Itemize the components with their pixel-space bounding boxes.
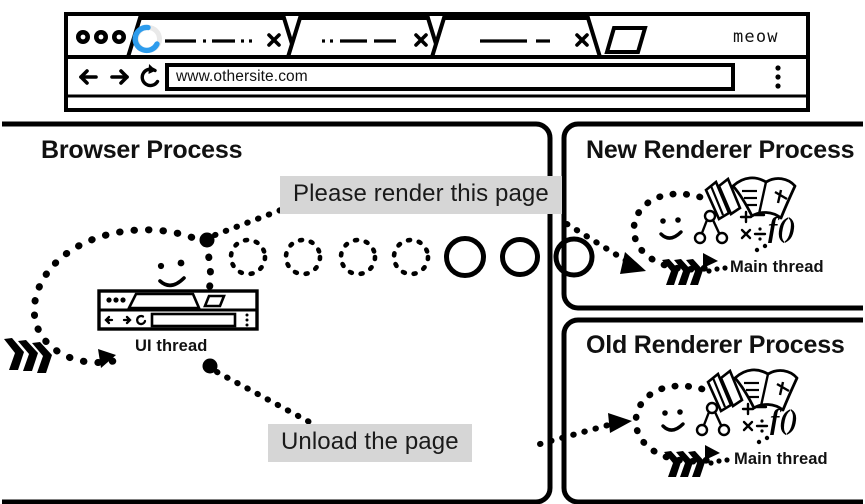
render-request-arrow xyxy=(564,221,646,274)
old-renderer-process-title: Old Renderer Process xyxy=(586,331,845,359)
unload-request-arrow xyxy=(537,413,632,447)
ipc-message-stream xyxy=(228,236,595,278)
browser-brand-label: meow xyxy=(733,27,779,47)
function-fx-icon: f() xyxy=(770,405,798,436)
address-bar[interactable] xyxy=(165,63,735,91)
open-book-icon xyxy=(731,176,797,220)
loading-spinner-icon xyxy=(132,24,162,54)
new-tab-button[interactable] xyxy=(604,26,648,54)
forward-arrow-icon[interactable] xyxy=(110,69,129,85)
browser-process-title: Browser Process xyxy=(41,136,243,164)
open-book-icon xyxy=(733,368,799,412)
new-renderer-process-panel xyxy=(561,121,863,311)
reload-icon[interactable] xyxy=(140,64,160,88)
render-request-bubble: Please render this page xyxy=(280,176,562,215)
render-request-leader xyxy=(199,205,289,248)
close-icon[interactable] xyxy=(575,33,589,47)
math-symbols-icon xyxy=(739,210,767,241)
close-icon[interactable] xyxy=(267,33,281,47)
new-renderer-main-thread-graphic: f() xyxy=(630,176,797,285)
old-renderer-main-thread-label: Main thread xyxy=(734,450,828,468)
dom-tree-icon xyxy=(695,401,731,437)
tab-second[interactable] xyxy=(285,16,443,59)
address-bar-value[interactable]: www.othersite.com xyxy=(176,68,308,85)
three-dot-menu-icon[interactable] xyxy=(775,65,781,89)
new-renderer-process-title: New Renderer Process xyxy=(586,136,855,164)
svg-text:f(): f() xyxy=(768,213,796,244)
close-icon[interactable] xyxy=(414,33,428,47)
dom-tree-icon xyxy=(693,209,729,245)
ui-thread-label: UI thread xyxy=(135,337,208,355)
pencils-icon xyxy=(706,368,744,413)
smiley-face-icon xyxy=(157,259,186,288)
window-control-dots[interactable] xyxy=(76,30,126,44)
old-renderer-main-thread-graphic: f() xyxy=(632,368,799,477)
function-fx-icon: f() xyxy=(768,213,796,244)
browser-process-panel xyxy=(2,121,553,504)
tab-third[interactable] xyxy=(429,16,603,59)
math-symbols-icon xyxy=(741,402,769,433)
new-renderer-main-thread-label: Main thread xyxy=(730,258,824,276)
mini-browser-window-icon xyxy=(97,289,259,331)
back-arrow-icon[interactable] xyxy=(79,69,98,85)
svg-text:f(): f() xyxy=(770,405,798,436)
old-renderer-process-panel xyxy=(561,317,863,504)
unload-request-bubble: Unload the page xyxy=(268,424,472,463)
unload-request-leader xyxy=(202,358,316,427)
pencils-icon xyxy=(704,176,742,221)
speed-lines-icon xyxy=(4,338,52,373)
